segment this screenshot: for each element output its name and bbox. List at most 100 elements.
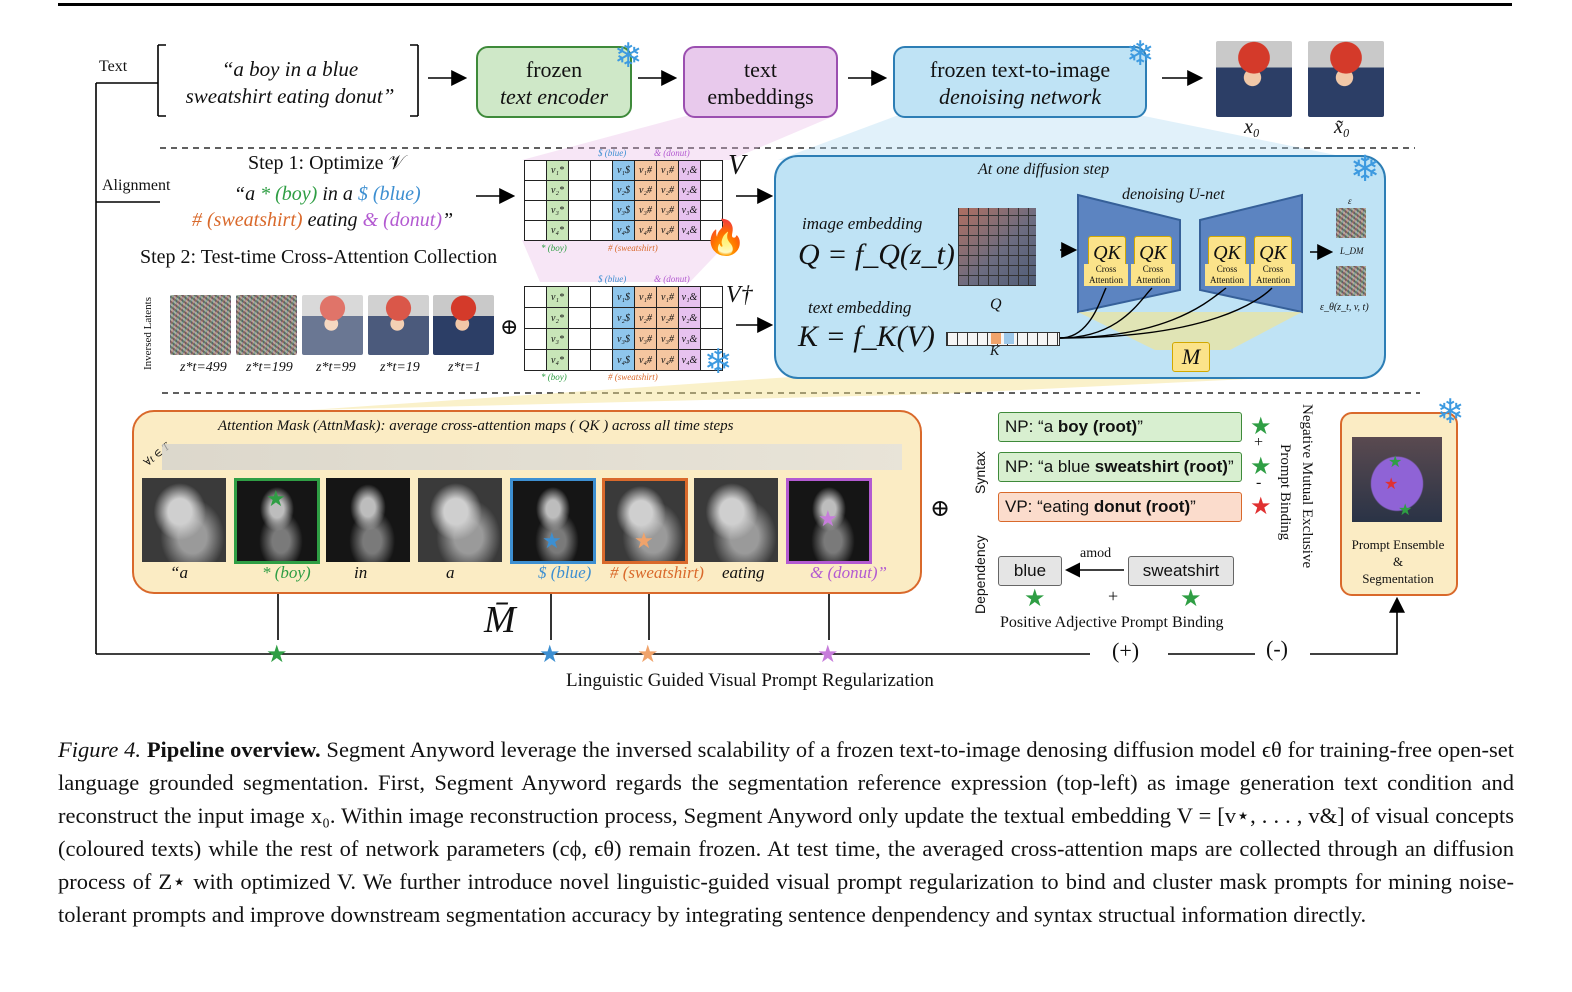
matrix-cell-star: v₃*: [546, 200, 569, 221]
matrix-cell-hash: v₁#: [656, 286, 679, 308]
caption-bold: Pipeline overview.: [146, 737, 321, 762]
matrix-cell-hash: v₄#: [634, 220, 657, 241]
matrix-cell: [700, 286, 723, 308]
matrix-cell-hash: v₂#: [634, 307, 657, 329]
matrix-cell-star: v₄*: [546, 220, 569, 241]
np1-bold: boy (root): [1057, 417, 1138, 436]
eps-theta-label: ε_θ(z_t, v, t): [1320, 302, 1369, 313]
matrix-cell-hash: v₂#: [656, 307, 679, 329]
latent-label-5: z*t=1: [448, 360, 481, 375]
denoising-network-box: frozen text-to-image denoising network: [893, 46, 1147, 118]
epsilon-noise: [1336, 208, 1366, 238]
matrix-cell: [524, 328, 547, 350]
vp-bold: donut (root): [1093, 497, 1191, 516]
prompt-open: “a: [234, 183, 261, 205]
v-label: V: [728, 150, 746, 181]
positive-binding-caption: Positive Adjective Prompt Binding: [1000, 614, 1224, 631]
row-label-text: Text: [99, 58, 128, 75]
matrix-cell-amp: v₄&: [678, 349, 701, 371]
matrix-cell: [700, 307, 723, 329]
star-icon: ★: [542, 528, 562, 553]
minus-sign: -: [1256, 474, 1262, 491]
matrix-cell: [590, 328, 613, 350]
qk-sub-1: Cross Attention: [1084, 264, 1128, 286]
matrix-cell: [524, 220, 547, 241]
attention-word: * (boy): [262, 563, 311, 582]
latent-t499: [170, 295, 231, 355]
matrix-cell-star: v₄*: [546, 349, 569, 371]
matrix-cell-dollar: v₂$: [612, 180, 635, 201]
matrix-cell-amp: v₃&: [678, 328, 701, 350]
minus-label: (-): [1266, 636, 1288, 661]
diffusion-panel-title: At one diffusion step: [978, 161, 1110, 178]
col-label-blue: $ (blue): [598, 148, 627, 158]
attention-panel-title: Attention Mask (AttnMask): average cross…: [218, 418, 734, 434]
matrix-cell-hash: v₁#: [634, 160, 657, 181]
k-formula: K = f_K(V): [798, 320, 935, 353]
snowflake-icon: ❄: [1126, 36, 1155, 73]
attention-word: “a: [170, 563, 188, 582]
matrix-cell-hash: v₄#: [656, 220, 679, 241]
embedding-matrix-v-dagger: v₁*v₁$v₁#v₁#v₁&v₂*v₂$v₂#v₂#v₂&v₃*v₃$v₃#v…: [524, 286, 723, 371]
col-label-boy-2: * (boy): [541, 372, 567, 382]
text-embedding-label: text embedding: [808, 298, 912, 317]
step1-prompt-line1: “a * (boy) in a $ (blue): [234, 183, 421, 206]
np1-prefix: NP: “a: [1005, 417, 1058, 436]
k-vector-highlight-2: [1004, 333, 1014, 344]
stacked-maps-back: [162, 444, 902, 470]
snowflake-icon: ❄: [1436, 394, 1465, 431]
matrix-cell-star: v₃*: [546, 328, 569, 350]
matrix-cell-star: v₂*: [546, 307, 569, 329]
star-icon: ★: [1250, 414, 1272, 440]
k-small-label: K: [990, 344, 1000, 359]
m-block: M: [1172, 342, 1210, 372]
qk-sub-4: Cross Attention: [1251, 264, 1295, 286]
encoder-line-2: text encoder: [499, 84, 609, 109]
connector-lines: [95, 44, 1420, 655]
matrix-cell: [524, 200, 547, 221]
col-label-sweatshirt-2: # (sweatshirt): [608, 372, 658, 382]
image-embedding-label: image embedding: [802, 214, 923, 233]
star-icon: ★: [817, 642, 839, 668]
regularization-title: Linguistic Guided Visual Prompt Regulari…: [566, 670, 934, 691]
latent-t199: [236, 295, 297, 355]
matrix-cell: [568, 200, 591, 221]
attention-map: [326, 478, 410, 562]
matrix-cell-amp: v₂&: [678, 180, 701, 201]
matrix-cell-dollar: v₁$: [612, 160, 635, 181]
col-label-blue-2: $ (blue): [598, 274, 627, 284]
prompt-line-1: “a boy in a blue: [221, 57, 359, 81]
attention-map: [602, 478, 688, 564]
ensemble-line-3: Segmentation: [1362, 571, 1434, 586]
prompt-line-2: sweatshirt eating donut”: [185, 84, 395, 108]
latent-t99: [302, 295, 363, 355]
star-icon: ★: [1024, 586, 1046, 612]
hash-token: #: [192, 209, 202, 231]
star-icon: ★: [266, 486, 286, 511]
caption-text: Segment Anyword leverage the inversed sc…: [58, 737, 1514, 927]
attention-word: in: [354, 563, 368, 582]
dep-plus: +: [1108, 586, 1119, 606]
embedding-matrix-v: v₁*v₁$v₁#v₁#v₁&v₂*v₂$v₂#v₂#v₂&v₃*v₃$v₃#v…: [524, 160, 723, 241]
step1-prompt-line2: # (sweatshirt) eating & (donut)”: [192, 209, 453, 232]
star-icon: ★: [637, 642, 659, 668]
attention-word: & (donut)”: [810, 563, 887, 582]
dep-word-blue: blue: [998, 556, 1062, 586]
attention-map: [786, 478, 872, 564]
prompt-close: ”: [442, 209, 454, 231]
matrix-cell: [524, 160, 547, 181]
epsilon-label: ε: [1348, 196, 1352, 206]
matrix-cell: [590, 200, 613, 221]
matrix-cell-hash: v₄#: [634, 349, 657, 371]
snowflake-icon: ❄: [1350, 149, 1381, 189]
negative-binding-label-2: Prompt Binding: [1277, 444, 1293, 541]
matrix-cell-hash: v₄#: [656, 349, 679, 371]
figure-caption: Figure 4. Pipeline overview. Segment Any…: [58, 733, 1514, 931]
dep-word-sweatshirt: sweatshirt: [1128, 556, 1234, 586]
attn-title-suffix: across all time steps: [611, 418, 734, 434]
attention-word: a: [446, 563, 455, 582]
matrix-cell-star: v₁*: [546, 286, 569, 308]
matrix-cell-dollar: v₄$: [612, 349, 635, 371]
matrix-cell: [590, 349, 613, 371]
fire-icon: 🔥: [704, 220, 747, 257]
